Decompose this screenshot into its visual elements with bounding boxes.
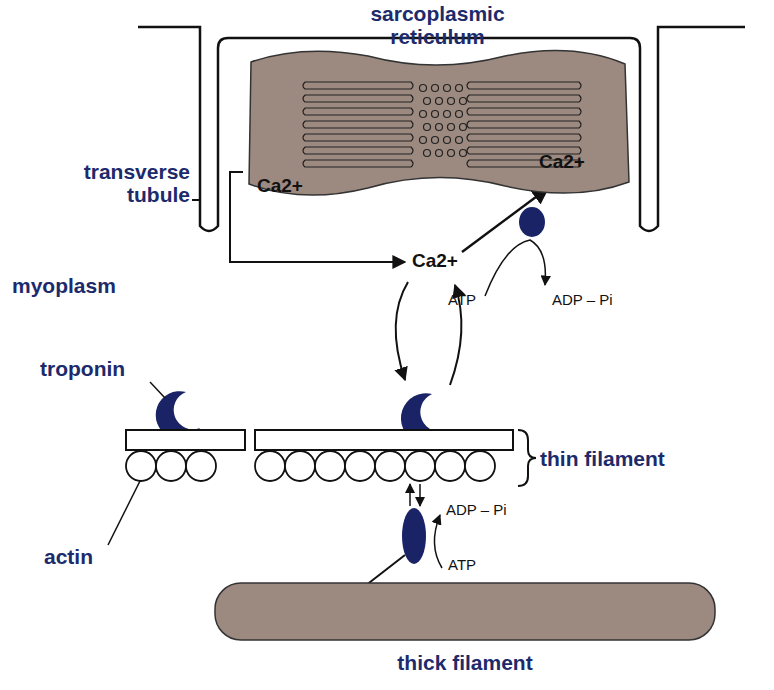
molecule-label: ADP – Pi — [552, 292, 652, 309]
structure-label: troponin — [40, 357, 160, 380]
myosin-neck — [365, 555, 405, 586]
reticulum-body — [249, 51, 629, 196]
structure-label: actin — [44, 545, 134, 568]
structure-label: thick filament — [215, 651, 715, 674]
uptake-arrow — [462, 188, 548, 252]
filament-outline — [215, 583, 715, 640]
ion-label: Ca2+ — [257, 176, 327, 197]
region-label: myoplasm — [12, 274, 152, 297]
thick-filament: thick filament — [215, 583, 715, 640]
calcium-pump — [519, 207, 545, 237]
structure-label: sarcoplasmic reticulum — [340, 2, 535, 48]
detach-arrow — [419, 484, 421, 506]
molecule-label: ADP – Pi — [446, 502, 546, 519]
molecule-label: ATP — [448, 557, 508, 574]
ion-label: Ca2+ — [539, 152, 609, 173]
attach-arrow — [409, 484, 411, 506]
binding-arrow — [396, 282, 408, 380]
ion-label: Ca2+ — [412, 251, 482, 272]
filament-body — [215, 583, 715, 640]
actin-monomers — [126, 451, 495, 481]
tropomyosin-bar — [255, 430, 513, 450]
sarcoplasmic-reticulum: sarcoplasmic reticulumCa2+Ca2+ — [243, 40, 630, 205]
atp-arrow — [434, 515, 442, 568]
leader-line — [150, 382, 165, 398]
atp-arrow — [485, 240, 545, 296]
myosin-head — [402, 508, 426, 564]
molecule-label: ATP — [448, 292, 498, 309]
structure-label: thin filament — [540, 447, 760, 470]
leader-line — [108, 481, 140, 545]
tropomyosin-bar — [126, 430, 245, 450]
leader-line — [192, 199, 200, 201]
structure-label: transverse tubule — [40, 160, 190, 206]
bracket — [518, 430, 536, 486]
